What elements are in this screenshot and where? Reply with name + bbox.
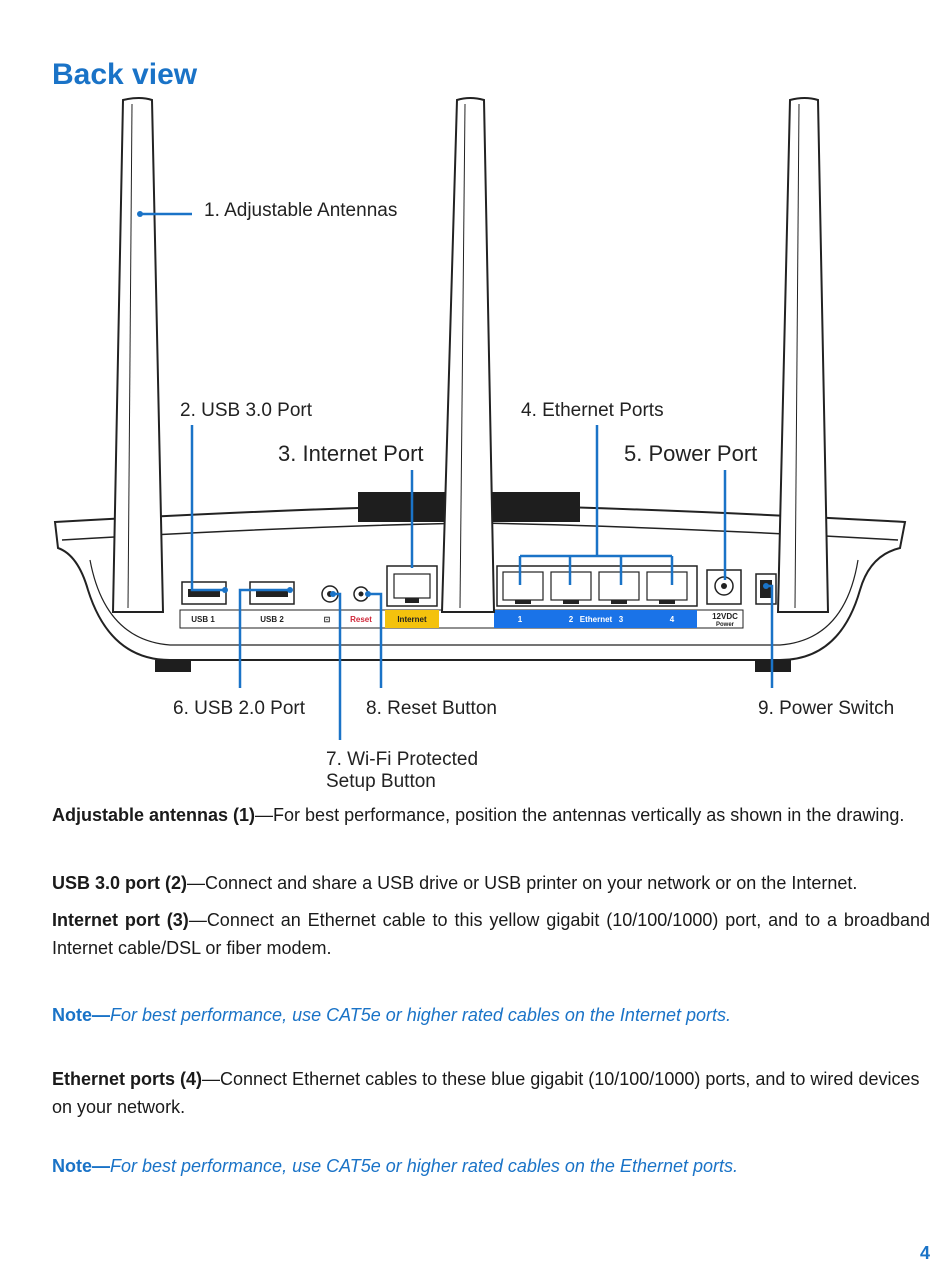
section-text: —Connect and share a USB drive or USB pr… <box>187 873 858 893</box>
note-internet: Note—For best performance, use CAT5e or … <box>52 1001 930 1029</box>
note-label: Note— <box>52 1156 110 1176</box>
section-heading: USB 3.0 port (2) <box>52 873 188 893</box>
callout-usb3: 2. USB 3.0 Port <box>180 400 313 421</box>
eth4-label: 4 <box>670 615 675 624</box>
note-label: Note— <box>52 1005 110 1025</box>
callout-antennas: 1. Adjustable Antennas <box>204 200 397 221</box>
internet-port-label-bg <box>385 610 439 628</box>
eth1-label: 1 <box>518 615 523 624</box>
section-text: —Connect an Ethernet cable to this yello… <box>52 910 931 958</box>
usb-3-port <box>181 581 227 605</box>
usb2-label: USB 2 <box>260 615 284 624</box>
ethernet-port-label-bg <box>494 610 697 628</box>
callout-wps-line1: 7. Wi-Fi Protected <box>326 749 478 770</box>
section-heading: Internet port (3) <box>52 910 189 930</box>
router-back-view-diagram: USB 1 USB 2 ⊡ Reset Internet 1 2 Etherne… <box>53 97 907 792</box>
callout-power-port: 5. Power Port <box>624 441 757 466</box>
eth3-label: 3 <box>619 615 624 624</box>
eth2-label: 2 <box>569 615 574 624</box>
section-text: —Connect Ethernet cables to these blue g… <box>52 1069 920 1117</box>
page-title: Back view <box>52 58 198 91</box>
callout-internet-port: 3. Internet Port <box>278 441 424 466</box>
section-text: —For best performance, position the ante… <box>255 805 905 825</box>
internet-port <box>386 565 438 607</box>
power-voltage-label: 12VDC <box>712 612 738 621</box>
section-internet-port: Internet port (3)—Connect an Ethernet ca… <box>52 906 930 962</box>
section-antennas: Adjustable antennas (1)—For best perform… <box>52 801 930 829</box>
section-usb3: USB 3.0 port (2)—Connect and share a USB… <box>52 869 930 897</box>
callout-usb2: 6. USB 2.0 Port <box>173 698 306 719</box>
ethernet-ports <box>496 565 698 607</box>
section-heading: Ethernet ports (4) <box>52 1069 203 1089</box>
antennas <box>111 97 830 613</box>
internet-label: Internet <box>397 615 427 624</box>
section-heading: Adjustable antennas (1) <box>52 805 256 825</box>
section-ethernet-ports: Ethernet ports (4)—Connect Ethernet cabl… <box>52 1065 930 1121</box>
wps-icon: ⊡ <box>324 615 331 624</box>
note-text: For best performance, use CAT5e or highe… <box>110 1156 738 1176</box>
reset-label: Reset <box>350 615 372 624</box>
callout-reset: 8. Reset Button <box>366 698 497 719</box>
note-ethernet: Note—For best performance, use CAT5e or … <box>52 1152 930 1180</box>
callout-ethernet-ports: 4. Ethernet Ports <box>521 400 664 421</box>
usb-2-port <box>249 581 295 605</box>
usb1-label: USB 1 <box>191 615 215 624</box>
page-number: 4 <box>919 1243 930 1263</box>
ethernet-label: Ethernet <box>580 615 613 624</box>
callout-power-switch: 9. Power Switch <box>758 698 894 719</box>
callout-wps-line2: Setup Button <box>326 771 436 792</box>
leader-dots <box>137 211 769 597</box>
power-label: Power <box>716 622 735 628</box>
note-text: For best performance, use CAT5e or highe… <box>110 1005 731 1025</box>
